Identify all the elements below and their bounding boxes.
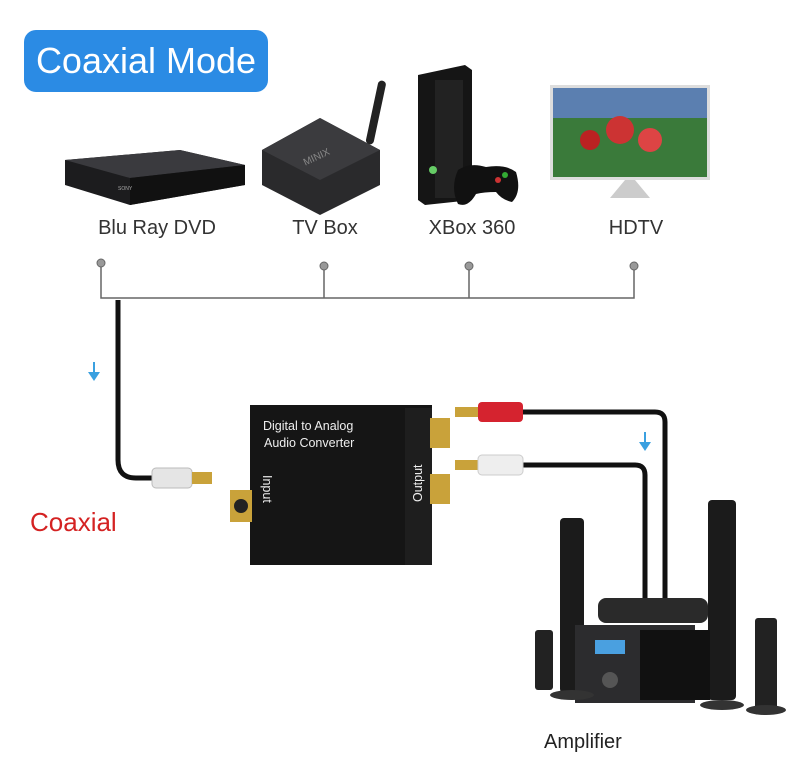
connector-dots bbox=[96, 258, 639, 271]
rca-red-cable bbox=[520, 409, 668, 600]
rca-white-plug bbox=[455, 454, 524, 476]
xbox-360-image bbox=[418, 65, 519, 205]
coaxial-mode-badge: Coaxial Mode bbox=[24, 30, 268, 92]
tv-box-label: TV Box bbox=[292, 217, 358, 239]
dac-converter-image: Digital to Analog Audio Converter Input … bbox=[230, 405, 450, 565]
rca-white-cable bbox=[520, 462, 648, 600]
source-connector-lines bbox=[100, 263, 635, 299]
coaxial-plug bbox=[151, 467, 212, 489]
amplifier-label: Amplifier bbox=[544, 731, 622, 753]
converter-title-line2: Audio Converter bbox=[264, 436, 354, 450]
xbox-360-label: XBox 360 bbox=[428, 217, 516, 239]
converter-title-line1: Digital to Analog bbox=[263, 419, 353, 433]
blu-ray-player-image: SONY bbox=[65, 150, 245, 205]
output-port-label: Output bbox=[411, 464, 425, 502]
down-arrow-icon bbox=[639, 432, 651, 451]
input-port-label: Input bbox=[260, 475, 274, 503]
hdtv-image bbox=[550, 85, 710, 198]
amplifier-speaker-system-image bbox=[535, 500, 786, 715]
coaxial-label: Coaxial bbox=[30, 507, 117, 537]
sony-logo: SONY bbox=[118, 186, 133, 192]
hdtv-label: HDTV bbox=[608, 217, 664, 239]
down-arrow-icon bbox=[88, 362, 100, 381]
tv-box-image: MINIX bbox=[262, 80, 386, 215]
coaxial-cable bbox=[115, 300, 155, 481]
rca-red-plug bbox=[455, 402, 523, 422]
blu-ray-dvd-label: Blu Ray DVD bbox=[98, 217, 216, 239]
